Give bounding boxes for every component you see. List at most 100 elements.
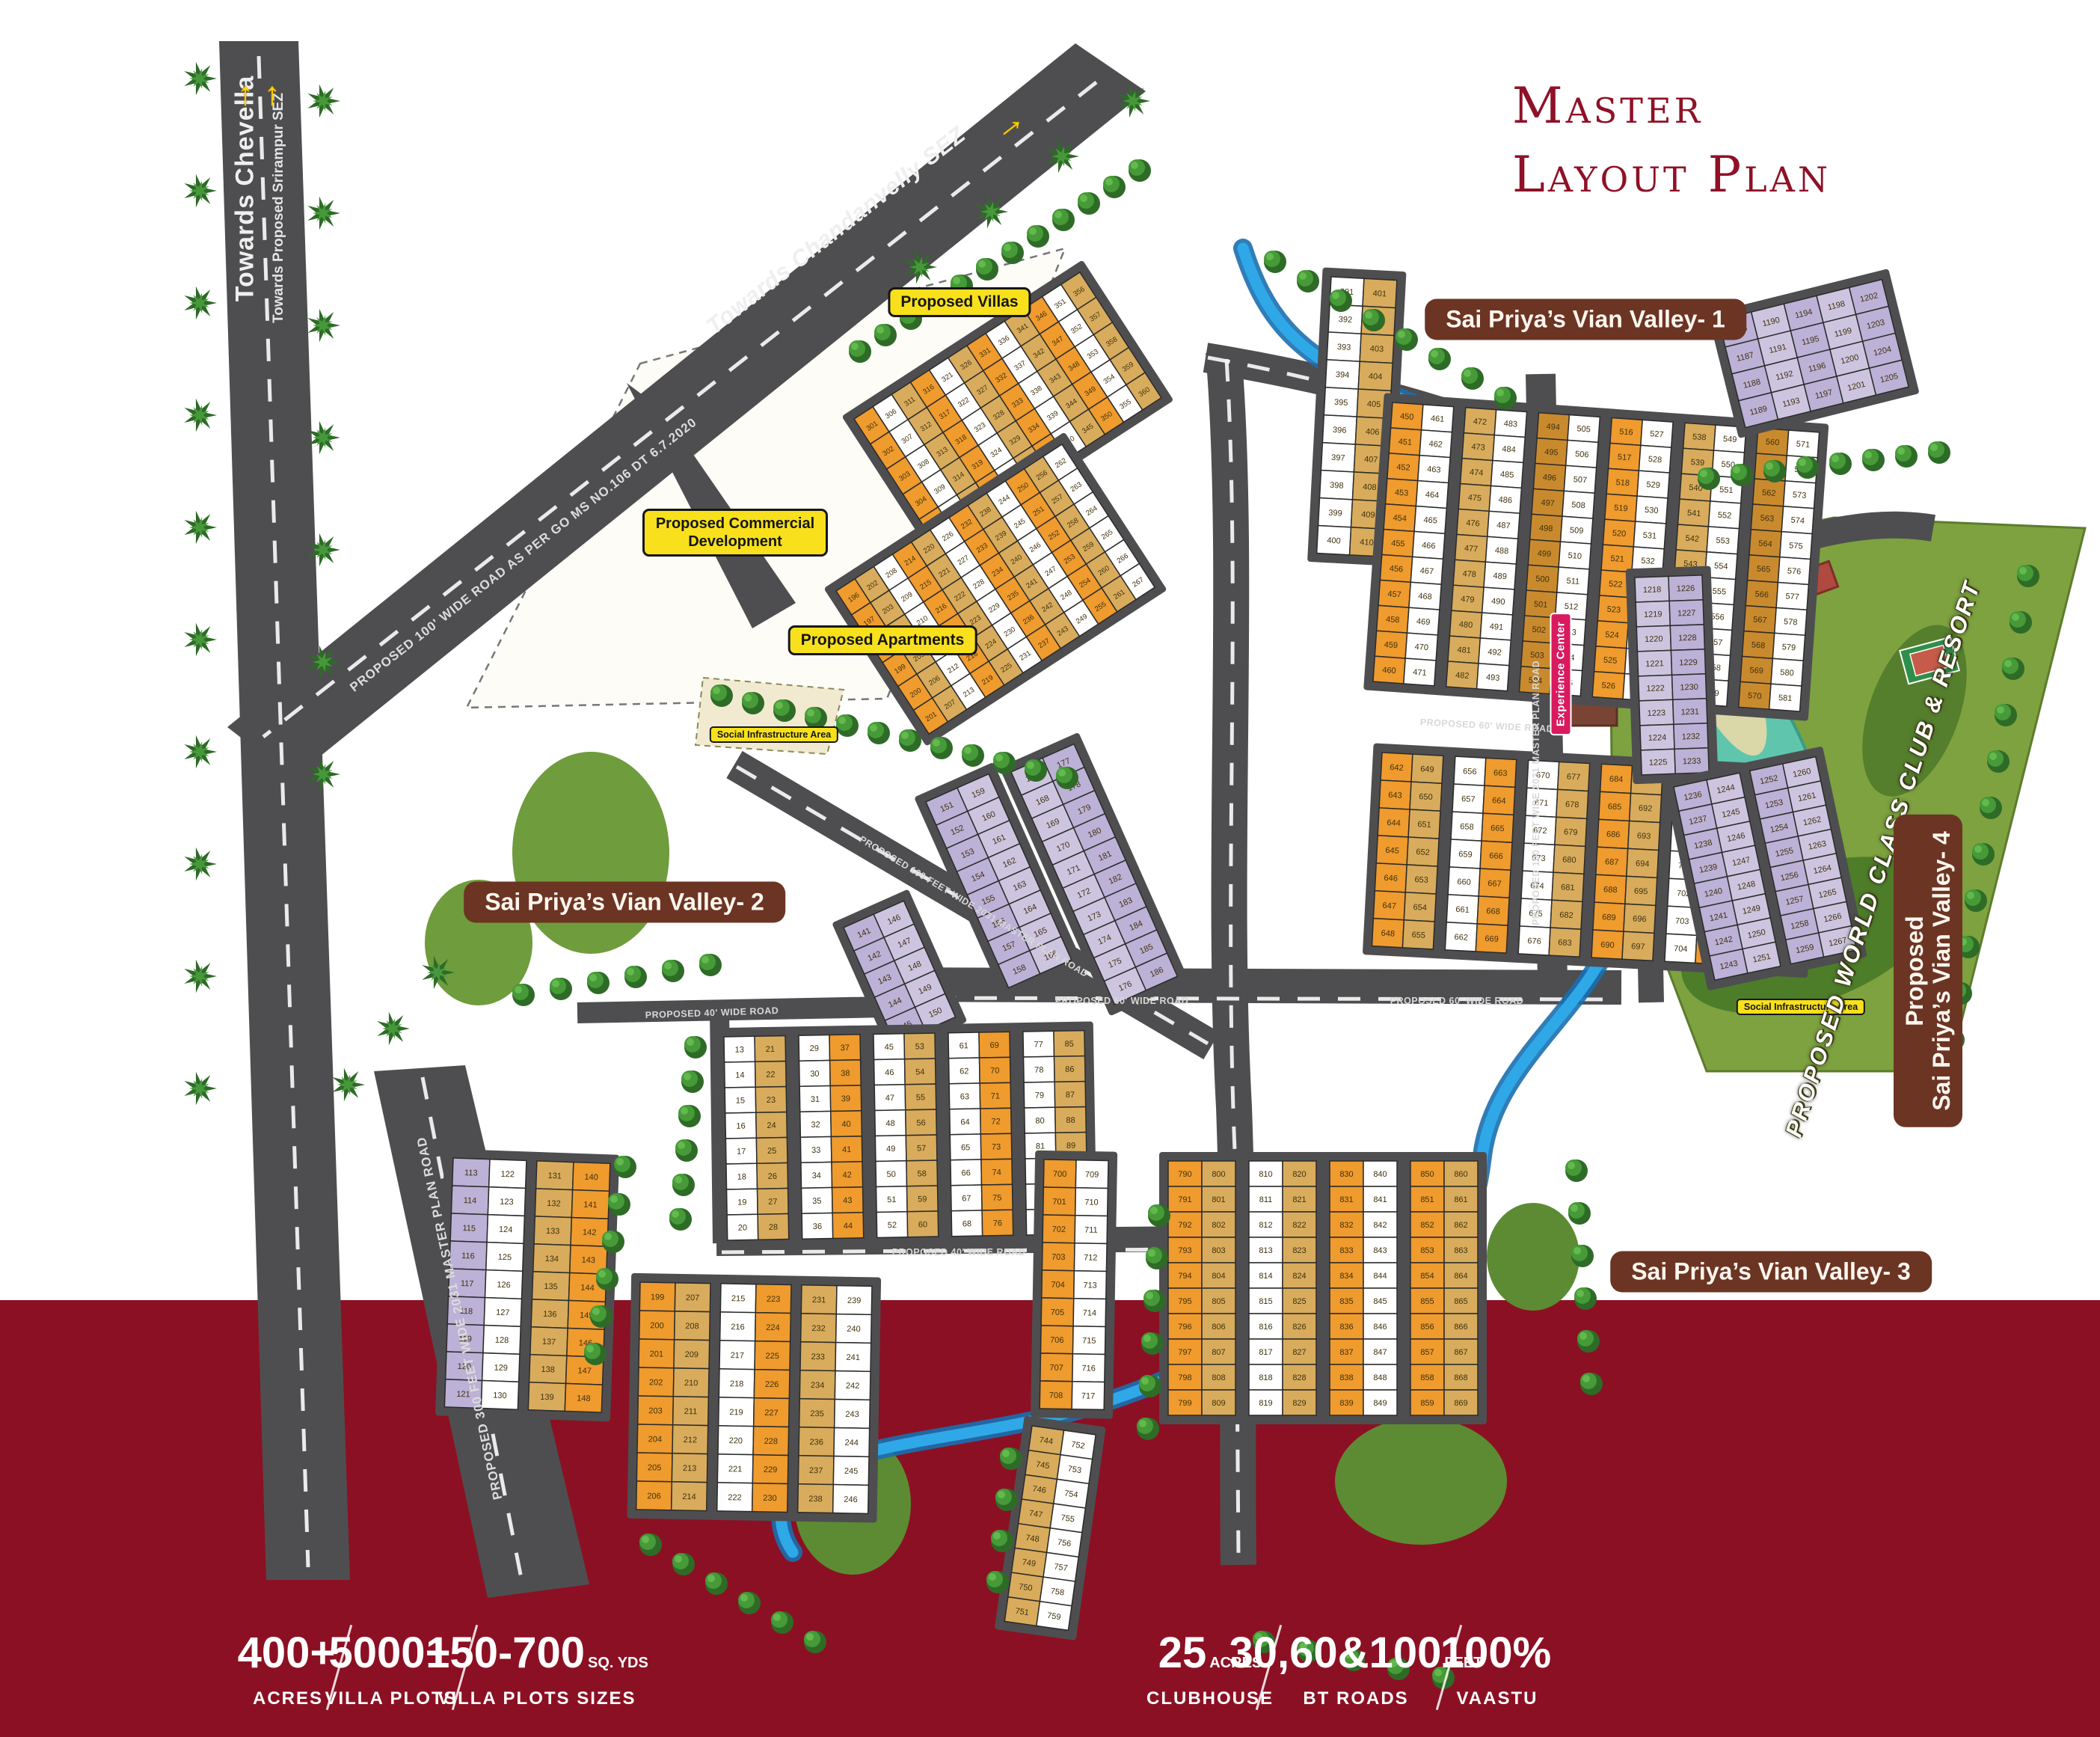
bush-tree-icon bbox=[1796, 456, 1819, 479]
plot-number: 202 bbox=[649, 1378, 663, 1387]
plot-number: 1257 bbox=[1784, 895, 1804, 907]
plot-number: 673 bbox=[1532, 854, 1546, 863]
plot-number: 81 bbox=[1036, 1142, 1045, 1151]
palm-tree-icon bbox=[184, 61, 217, 96]
plot-number: 796 bbox=[1178, 1323, 1191, 1332]
plot-number: 46 bbox=[885, 1068, 894, 1077]
plot-number: 749 bbox=[1022, 1557, 1037, 1568]
plot-number: 29 bbox=[810, 1044, 819, 1053]
plot-number: 497 bbox=[1541, 498, 1555, 508]
plot-number: 135 bbox=[544, 1282, 558, 1292]
plot-number: 865 bbox=[1454, 1297, 1467, 1306]
plot-number: 70 bbox=[990, 1067, 999, 1076]
plot-number: 717 bbox=[1081, 1391, 1096, 1400]
plot-number: 748 bbox=[1025, 1534, 1040, 1544]
plot-number: 795 bbox=[1178, 1297, 1191, 1306]
plot-number: 539 bbox=[1690, 458, 1704, 468]
plot-number: 24 bbox=[767, 1121, 776, 1130]
plot-number: 1244 bbox=[1716, 783, 1735, 796]
bush-row-valley4-top bbox=[1698, 441, 1950, 490]
bush-tree-icon bbox=[1330, 290, 1352, 312]
plot-number: 493 bbox=[1486, 673, 1500, 683]
plot-number: 200 bbox=[650, 1321, 664, 1330]
plot-number: 144 bbox=[580, 1284, 595, 1293]
plot-number: 76 bbox=[993, 1219, 1002, 1228]
plot-number: 230 bbox=[763, 1494, 777, 1503]
bush-col-valley3-bl bbox=[986, 1448, 1022, 1593]
road-towards-chevella bbox=[219, 41, 350, 1580]
plot-number: 508 bbox=[1571, 500, 1585, 510]
plot-number: 42 bbox=[843, 1171, 852, 1180]
plot-number: 697 bbox=[1631, 942, 1645, 952]
plot-number: 560 bbox=[1765, 438, 1779, 447]
plot-number: 240 bbox=[847, 1325, 861, 1334]
plot-number: 404 bbox=[1369, 372, 1383, 382]
plot-number: 73 bbox=[992, 1143, 1001, 1152]
plot-number: 531 bbox=[1642, 531, 1657, 541]
plot-number: 746 bbox=[1032, 1484, 1047, 1495]
plot-number: 797 bbox=[1178, 1348, 1191, 1357]
plot-number: 221 bbox=[728, 1465, 743, 1474]
plot-number: 464 bbox=[1425, 490, 1439, 500]
plot-number: 1259 bbox=[1795, 943, 1814, 955]
plot-number: 1241 bbox=[1709, 910, 1728, 923]
tennis-court bbox=[1899, 636, 1960, 685]
bush-tree-icon bbox=[1143, 1290, 1166, 1312]
bush-tree-icon bbox=[550, 978, 572, 1000]
plot-number: 117 bbox=[461, 1279, 474, 1289]
plot-number: 472 bbox=[1473, 417, 1487, 427]
plot-number: 47 bbox=[885, 1094, 894, 1103]
plot-number: 514 bbox=[1561, 653, 1575, 663]
bush-tree-icon bbox=[602, 1231, 624, 1253]
plot-number: 846 bbox=[1373, 1323, 1387, 1332]
bush-tree-icon bbox=[804, 1631, 826, 1653]
plot-number: 821 bbox=[1292, 1195, 1306, 1204]
plot-number: 1189 bbox=[1749, 404, 1768, 417]
title-line-1: Master bbox=[1512, 77, 1704, 135]
plot-number: 470 bbox=[1414, 643, 1428, 652]
plot-number: 860 bbox=[1454, 1170, 1467, 1179]
road-valley2-top bbox=[577, 996, 888, 1023]
plot-number: 244 bbox=[845, 1439, 859, 1448]
plot-number: 1233 bbox=[1683, 757, 1701, 767]
plot-number: 241 bbox=[846, 1353, 860, 1362]
plot-number: 552 bbox=[1717, 511, 1731, 521]
bush-tree-icon bbox=[1942, 1029, 1965, 1051]
plot-number: 802 bbox=[1212, 1221, 1225, 1230]
plot-number: 1229 bbox=[1679, 658, 1698, 668]
plot-number: 520 bbox=[1612, 529, 1626, 539]
plot-number: 651 bbox=[1417, 820, 1431, 830]
palm-row-left bbox=[184, 61, 217, 1106]
bush-tree-icon bbox=[672, 1553, 695, 1575]
plot-number: 667 bbox=[1488, 879, 1502, 889]
plot-number: 199 bbox=[651, 1293, 665, 1302]
plot-number: 89 bbox=[1066, 1142, 1075, 1151]
plot-number: 1231 bbox=[1680, 708, 1699, 717]
plot-number: 217 bbox=[731, 1351, 745, 1360]
bush-row-valley2-top bbox=[512, 954, 722, 1006]
plot-number: 703 bbox=[1051, 1253, 1066, 1262]
plot-number: 702 bbox=[1052, 1225, 1066, 1234]
plot-number: 792 bbox=[1178, 1221, 1191, 1230]
plot-number: 843 bbox=[1373, 1246, 1387, 1255]
bush-col-valley3-right bbox=[1565, 1159, 1603, 1395]
plot-number: 78 bbox=[1034, 1066, 1043, 1075]
plot-number: 1195 bbox=[1801, 334, 1820, 347]
plot-number: 1191 bbox=[1768, 343, 1787, 355]
bush-tree-icon bbox=[925, 291, 948, 313]
plot-number: 542 bbox=[1685, 534, 1699, 544]
plot-number: 219 bbox=[729, 1408, 743, 1417]
plot-number: 836 bbox=[1339, 1323, 1353, 1332]
plot-number: 540 bbox=[1689, 483, 1703, 493]
bush-row-valley3-bottom bbox=[1253, 1631, 1455, 1689]
plot-number: 460 bbox=[1382, 666, 1396, 676]
bush-tree-icon bbox=[1342, 1649, 1365, 1671]
plot-number: 457 bbox=[1387, 589, 1401, 599]
plot-number: 485 bbox=[1500, 470, 1514, 480]
bush-tree-icon bbox=[1141, 1332, 1164, 1355]
plot-number: 1224 bbox=[1648, 733, 1667, 743]
road-dashes-spine bbox=[1224, 358, 1241, 1557]
bush-tree-icon bbox=[986, 1571, 1009, 1593]
palm-tree-icon bbox=[184, 510, 217, 545]
